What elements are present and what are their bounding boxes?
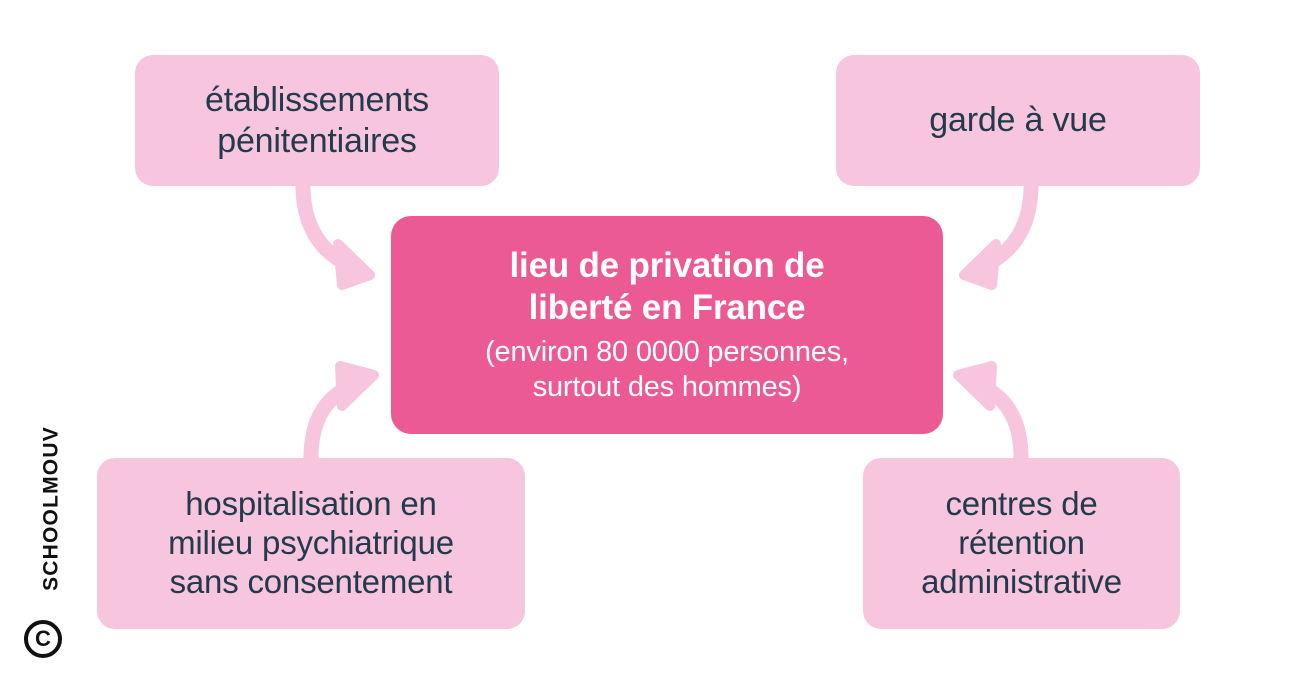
arrow-garde-a-vue-to-center — [959, 178, 1039, 290]
node-hospitalisation-psychiatrique[interactable]: hospitalisation en milieu psychiatrique … — [97, 458, 525, 629]
node-label: garde à vue — [929, 101, 1107, 140]
copyright-icon: C — [24, 620, 62, 658]
watermark: SCHOOLMOUV C — [22, 420, 63, 660]
node-garde-a-vue[interactable]: garde à vue — [836, 55, 1200, 186]
center-subtitle: (environ 80 0000 personnes, surtout des … — [485, 336, 849, 403]
node-etablissements-penitentiaires[interactable]: établissements pénitentiaires — [135, 55, 499, 186]
arrow-retention-to-center — [953, 361, 1029, 466]
arrow-hospitalisation-to-center — [303, 361, 379, 466]
node-label: centres de rétention administrative — [921, 485, 1122, 600]
node-label: établissements pénitentiaires — [205, 81, 429, 160]
watermark-text: SCHOOLMOUV — [39, 426, 63, 591]
node-center-lieu-de-privation-de-liberte[interactable]: lieu de privation de liberté en France (… — [391, 216, 943, 434]
node-label: hospitalisation en milieu psychiatrique … — [168, 485, 454, 600]
node-centres-de-retention-administrative[interactable]: centres de rétention administrative — [863, 458, 1180, 629]
arrow-penitentiaire-to-center — [295, 178, 375, 290]
center-title: lieu de privation de liberté en France — [509, 246, 825, 328]
